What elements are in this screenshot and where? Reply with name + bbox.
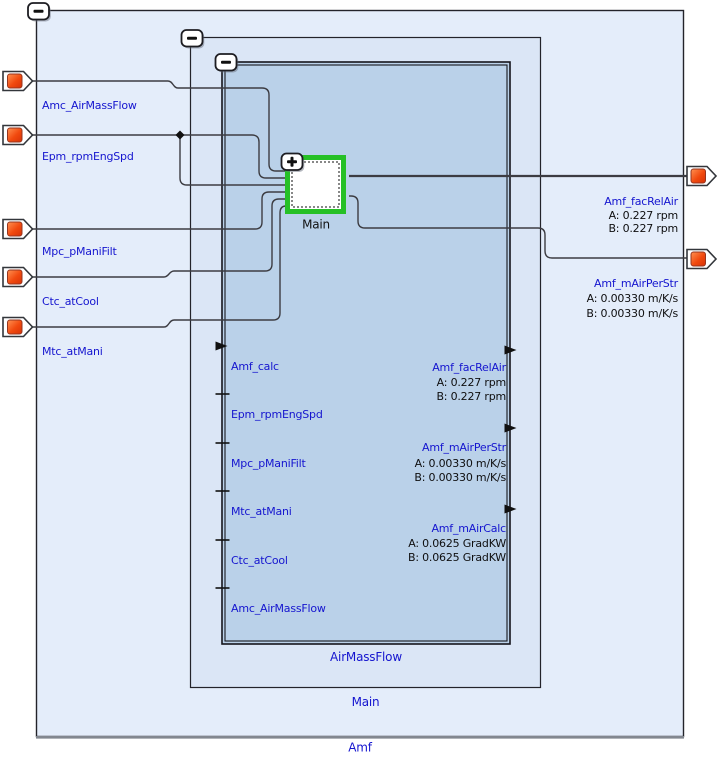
input-label: Mpc_pManiFilt [42, 245, 118, 258]
inner-inport-label: Epm_rpmEngSpd [231, 408, 323, 421]
outport-arrow-icon [504, 504, 517, 514]
value-b: B: 0.227 rpm [608, 222, 678, 235]
minus-icon [187, 36, 197, 40]
input-port-ctc-atcool[interactable] [2, 266, 34, 288]
port-square-icon [7, 319, 23, 335]
signal-name: Amf_mAirPerStr [594, 277, 679, 290]
expand-button-collapsed-main[interactable] [280, 152, 305, 173]
output-port-mairperstr[interactable] [686, 248, 718, 270]
wire-mpc-pmanifilt[interactable] [32, 191, 285, 230]
inner-outport-labels-mairperstr: Amf_mAirPerStr A: 0.00330 m/K/s B: 0.003… [414, 441, 506, 484]
inner-inport-label: Mpc_pManiFilt [231, 457, 307, 470]
input-label: Mtc_atMani [42, 345, 103, 358]
wire-mtc-atmani[interactable] [32, 205, 287, 328]
minus-icon [221, 60, 231, 64]
input-port-epm-rpmengspd[interactable] [2, 124, 34, 146]
wire-epm-rpmengspd[interactable] [32, 134, 285, 179]
port-square-icon [7, 127, 23, 143]
port-square-icon [690, 251, 706, 267]
inner-inport-label: Amc_AirMassFlow [231, 602, 326, 615]
inner-inport-label: Amf_calc [231, 360, 279, 373]
value-a: A: 0.00330 m/K/s [587, 292, 679, 305]
wire-out-mairperstr[interactable] [349, 195, 687, 259]
outport-arrow-icon [504, 345, 517, 355]
box-label-airmassflow: AirMassFlow [330, 650, 402, 664]
input-port-mtc-atmani[interactable] [2, 316, 34, 338]
inner-inport-label: Mtc_atMani [231, 505, 292, 518]
box-label-main: Main [352, 695, 380, 709]
minus-icon [33, 9, 44, 13]
inner-inport-label: Ctc_atCool [231, 554, 288, 567]
signal-name: Amf_facRelAir [432, 361, 506, 374]
value-a: A: 0.0625 GradKW [408, 537, 506, 550]
output-labels-mairperstr: Amf_mAirPerStr A: 0.00330 m/K/s B: 0.003… [586, 277, 678, 320]
wire-amc-airmassflow[interactable] [32, 80, 285, 172]
port-square-icon [690, 168, 706, 184]
input-label: Amc_AirMassFlow [42, 99, 137, 112]
plus-icon-vertical [290, 156, 294, 167]
collapse-button-main[interactable] [180, 29, 205, 49]
value-b: B: 0.00330 m/K/s [414, 471, 506, 484]
value-b: B: 0.0625 GradKW [408, 551, 506, 564]
collapse-button-airmassflow[interactable] [214, 53, 239, 73]
input-port-amc-airmassflow[interactable] [2, 70, 34, 92]
box-label-amf: Amf [348, 741, 372, 755]
inner-outport-labels-facrelair: Amf_facRelAir A: 0.227 rpm B: 0.227 rpm [432, 361, 507, 403]
wire-junction-dot [175, 130, 185, 140]
value-a: A: 0.00330 m/K/s [415, 457, 507, 470]
wire-epm-rpmengspd-branch[interactable] [179, 135, 285, 186]
signal-name: Amf_mAirPerStr [422, 441, 507, 454]
collapsed-block-label: Main [302, 218, 330, 232]
port-square-icon [7, 269, 23, 285]
collapse-button-amf[interactable] [27, 2, 51, 22]
inport-arrow-icon [215, 341, 228, 351]
value-b: B: 0.00330 m/K/s [586, 307, 678, 320]
output-port-facrelair[interactable] [686, 165, 718, 187]
wire-ctc-atcool[interactable] [32, 198, 285, 278]
value-b: B: 0.227 rpm [436, 390, 506, 403]
subsystem-box-airmassflow[interactable] [221, 61, 511, 645]
input-port-mpc-pmanifilt[interactable] [2, 218, 34, 240]
port-square-icon [7, 221, 23, 237]
value-a: A: 0.227 rpm [437, 376, 506, 389]
input-label: Epm_rpmEngSpd [42, 150, 134, 163]
outport-arrow-icon [504, 423, 517, 433]
output-labels-facrelair: Amf_facRelAir A: 0.227 rpm B: 0.227 rpm [604, 195, 679, 235]
signal-name: Amf_mAirCalc [431, 522, 506, 535]
signal-name: Amf_facRelAir [604, 195, 678, 208]
inner-outport-labels-maircalc: Amf_mAirCalc A: 0.0625 GradKW B: 0.0625 … [408, 522, 507, 564]
input-label: Ctc_atCool [42, 295, 99, 308]
value-a: A: 0.227 rpm [609, 209, 678, 222]
port-square-icon [7, 73, 23, 89]
